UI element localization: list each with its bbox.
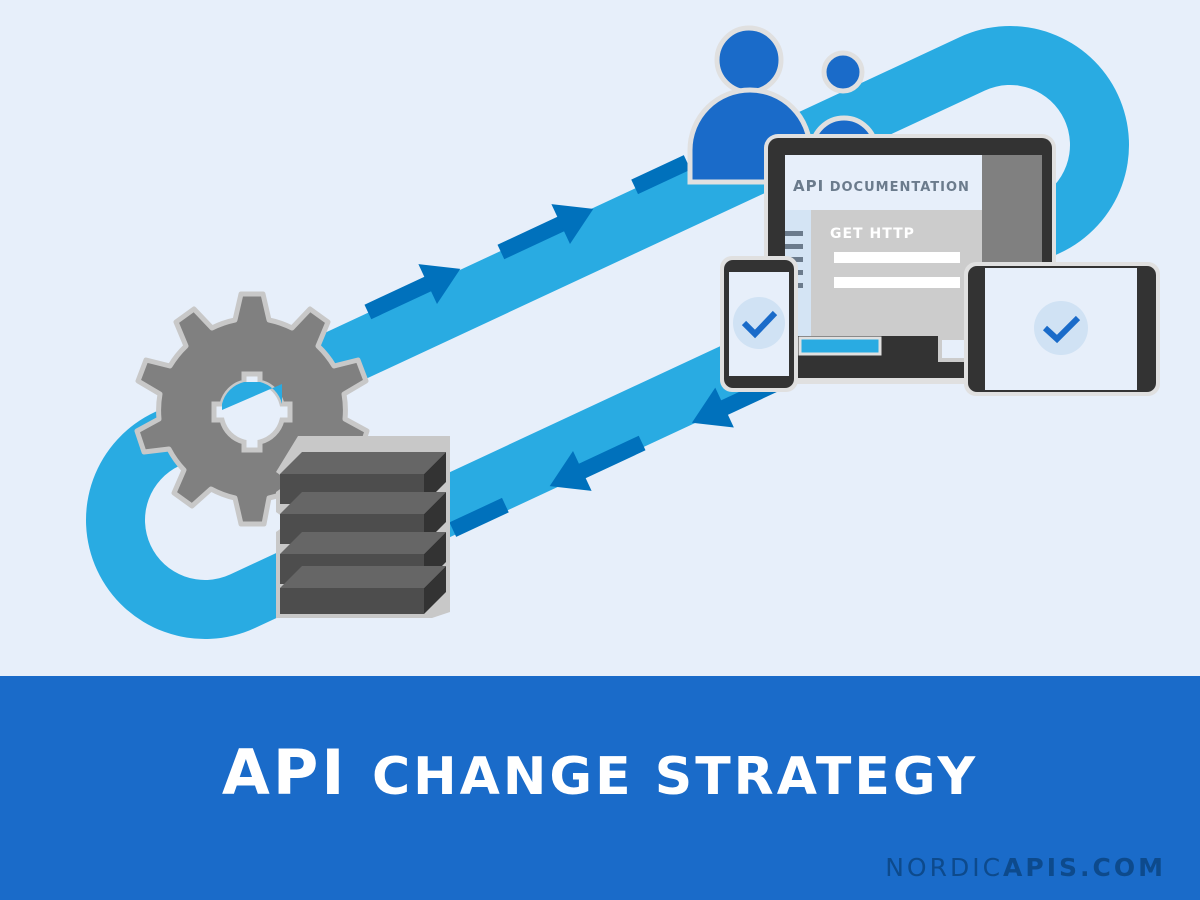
title-rest: CHANGE STRATEGY	[371, 747, 979, 807]
check-icon	[741, 310, 778, 339]
title-banner	[0, 676, 1200, 900]
site-logo: NORDICAPIS.COM	[885, 853, 1166, 882]
api-lifecycle-illustration: API DOCUMENTATION GET HTTP	[86, 25, 1160, 639]
phone-icon	[720, 256, 798, 392]
page-title: API CHANGE STRATEGY	[0, 728, 1200, 822]
title-prefix: API	[221, 736, 348, 809]
tablet-icon	[964, 262, 1160, 396]
loop-arrows-icon	[364, 155, 788, 537]
doc-endpoint-label: GET HTTP	[830, 226, 915, 242]
doc-heading: API DOCUMENTATION	[793, 177, 970, 195]
site-name-regular: NORDIC	[885, 853, 1004, 882]
site-name-bold: APIS.COM	[1003, 853, 1166, 882]
server-stack-icon	[276, 436, 450, 618]
check-icon	[1042, 315, 1081, 344]
